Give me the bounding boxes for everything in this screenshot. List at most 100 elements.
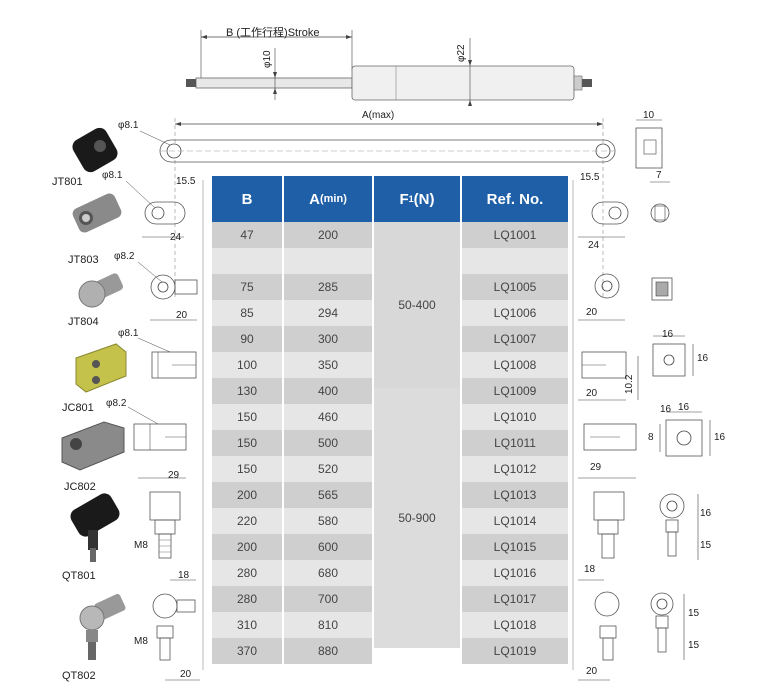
table-cell-a: 350 (284, 352, 374, 378)
table-cell-a: 200 (284, 222, 374, 248)
force-group-1: 50-400 (374, 222, 462, 388)
rod-thread (186, 79, 196, 87)
table-cell-a: 400 (284, 378, 374, 404)
stroke-label: B (工作行程)Stroke (226, 27, 320, 39)
qt802-dim-side-b: 15 (688, 640, 700, 651)
table-cell-a: 294 (284, 300, 374, 326)
jc802-fitting-image (61, 421, 125, 471)
jt804-fitting-image (78, 273, 123, 308)
qt801-fitting-image (70, 493, 120, 562)
table-cell-a: 580 (284, 508, 374, 534)
table-cell-b: 200 (212, 534, 284, 560)
force-group-2: 50-900 (374, 388, 462, 648)
tube-diameter-label: φ22 (456, 44, 467, 62)
jc802-dim-right: 29 (590, 462, 602, 473)
table-cell-b (212, 248, 284, 274)
jc801-dia: φ8.1 (118, 328, 139, 339)
header-ref: Ref. No. (462, 176, 568, 222)
cylinder-tube (351, 65, 575, 101)
table-cell-a: 460 (284, 404, 374, 430)
jt801-fitting-image (72, 127, 118, 173)
table-cell-b: 150 (212, 456, 284, 482)
jt804-dia: φ8.2 (114, 251, 135, 262)
qt802-fitting-image (79, 593, 126, 660)
table-cell-ref: LQ1006 (462, 300, 568, 326)
table-cell-ref (462, 248, 568, 274)
amax-label: A(max) (362, 110, 395, 121)
table-cell-ref: LQ1007 (462, 326, 568, 352)
rod-diameter-label: φ10 (262, 50, 273, 68)
table-cell-a: 600 (284, 534, 374, 560)
table-cell-ref: LQ1005 (462, 274, 568, 300)
table-cell-a: 810 (284, 612, 374, 638)
jc802-dim-side-b: 16 (714, 432, 726, 443)
table-cell-ref: LQ1010 (462, 404, 568, 430)
qt802-dim-right: 20 (586, 666, 598, 677)
jc802-dim-side-a: 16 (678, 402, 690, 413)
table-cell-ref: LQ1013 (462, 482, 568, 508)
table-cell-ref: LQ1011 (462, 430, 568, 456)
table-cell-b: 220 (212, 508, 284, 534)
header-b: B (212, 176, 284, 222)
table-cell-a (284, 248, 374, 274)
table-cell-ref: LQ1012 (462, 456, 568, 482)
qt802-code: QT802 (62, 670, 96, 682)
jc802-dim-mid: 8 (648, 432, 654, 443)
jt801-dim-side: 10 (643, 110, 655, 121)
jc802-dia: φ8.2 (106, 398, 127, 409)
qt802-thread: M8 (134, 636, 148, 647)
qt801-dim-right: 18 (584, 564, 596, 575)
table-cell-a: 680 (284, 560, 374, 586)
qt801-dim-side-b: 15 (700, 540, 712, 551)
qt801-dim-left: 18 (178, 570, 190, 581)
table-cell-b: 100 (212, 352, 284, 378)
qt802-dim-side-a: 15 (688, 608, 700, 619)
jt801-code: JT801 (52, 176, 83, 188)
table-cell-a: 565 (284, 482, 374, 508)
piston-rod (195, 77, 353, 89)
jc802-dim-left: 29 (168, 470, 180, 481)
table-cell-a: 500 (284, 430, 374, 456)
table-cell-b: 150 (212, 430, 284, 456)
jt803-dim-left: 24 (170, 232, 182, 243)
table-cell-ref: LQ1016 (462, 560, 568, 586)
jc802-code: JC802 (64, 481, 96, 493)
table-cell-b: 150 (212, 404, 284, 430)
jc801-dim-right: 20 (586, 388, 598, 399)
jt801-dim-right: 15.5 (580, 172, 600, 183)
jt801-dim-left: 15.5 (176, 176, 196, 187)
jc801-dim-side-a: 16 (662, 329, 674, 340)
table-cell-ref: LQ1015 (462, 534, 568, 560)
table-cell-ref: LQ1008 (462, 352, 568, 378)
table-cell-a: 880 (284, 638, 374, 664)
qt801-dim-side-a: 16 (700, 508, 712, 519)
table-cell-b: 47 (212, 222, 284, 248)
table-cell-b: 75 (212, 274, 284, 300)
jt803-fitting-image (72, 193, 122, 233)
jt803-dim-right: 24 (588, 240, 600, 251)
table-cell-ref: LQ1001 (462, 222, 568, 248)
table-cell-b: 280 (212, 586, 284, 612)
table-cell-a: 520 (284, 456, 374, 482)
table-cell-ref: LQ1014 (462, 508, 568, 534)
jt803-dia: φ8.1 (102, 170, 123, 181)
table-cell-a: 285 (284, 274, 374, 300)
jc802-dim-top: 16 (660, 404, 672, 415)
qt801-thread: M8 (134, 540, 148, 551)
qt802-dim-left: 20 (180, 669, 192, 680)
jc801-dim-side-b: 16 (697, 353, 709, 364)
jc801-dim-v: 10.2 (624, 374, 635, 394)
table-cell-ref: LQ1009 (462, 378, 568, 404)
jt804-code: JT804 (68, 316, 99, 328)
table-cell-b: 200 (212, 482, 284, 508)
table-cell-ref: LQ1017 (462, 586, 568, 612)
jt803-dim-side: 7 (656, 170, 662, 181)
table-cell-b: 130 (212, 378, 284, 404)
table-cell-ref: LQ1019 (462, 638, 568, 664)
table-cell-b: 310 (212, 612, 284, 638)
table-cell-b: 280 (212, 560, 284, 586)
table-cell-b: 85 (212, 300, 284, 326)
jt804-dim-left: 20 (176, 310, 188, 321)
